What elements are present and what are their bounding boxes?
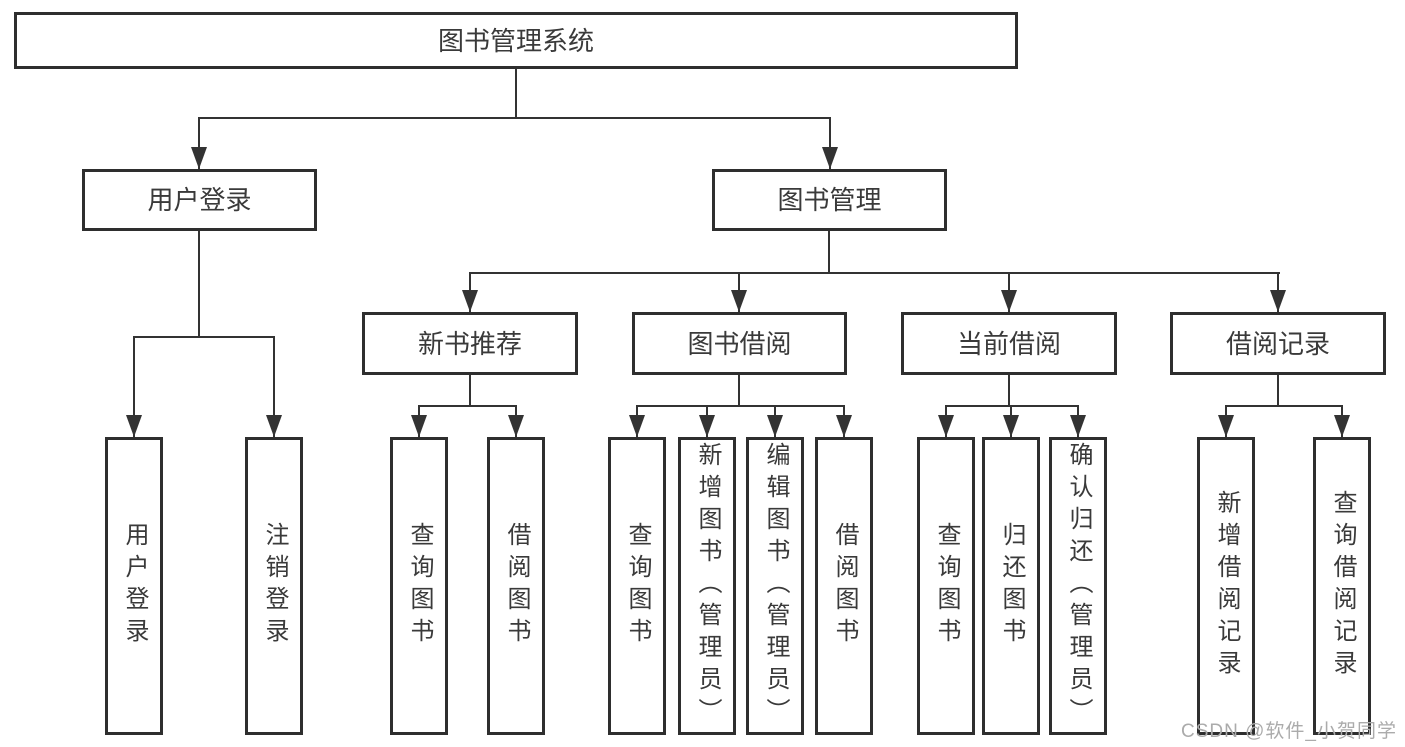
arrowhead-to-borrow-record (1270, 272, 1286, 312)
node-leaf-add-book: 新增图书（管理员） (678, 437, 736, 735)
connector-new-book-rec-stub (469, 375, 471, 407)
connector-current-borrow-stub (1008, 375, 1010, 407)
arrowhead-to-new-book-rec (462, 272, 478, 312)
node-new-book-rec: 新书推荐 (362, 312, 578, 375)
arrowhead-to-leaf-query-book-a (411, 405, 427, 437)
node-leaf-borrow-book-a-label: 借阅图书 (503, 522, 530, 650)
connector-user-login-stub (198, 231, 200, 338)
arrowhead-to-leaf-add-record (1218, 405, 1234, 437)
node-leaf-borrow-book-a: 借阅图书 (487, 437, 545, 735)
node-leaf-add-record: 新增借阅记录 (1197, 437, 1255, 735)
connector-book-mgmt-branch (469, 272, 1280, 274)
node-root-label: 图书管理系统 (437, 25, 594, 56)
node-leaf-confirm-return-label: 确认归还（管理员） (1065, 442, 1092, 730)
node-current-borrow-label: 当前借阅 (956, 328, 1061, 359)
arrowhead-to-current-borrow (1001, 272, 1017, 312)
node-leaf-confirm-return: 确认归还（管理员） (1049, 437, 1107, 735)
connector-book-borrow-branch (636, 405, 845, 407)
node-leaf-return-book-label: 归还图书 (998, 522, 1025, 650)
connector-root-branch (199, 117, 831, 119)
connector-current-borrow-branch (945, 405, 1079, 407)
node-book-borrow-label: 图书借阅 (687, 328, 792, 359)
node-leaf-query-book-a: 查询图书 (390, 437, 448, 735)
connector-borrow-record-branch (1225, 405, 1343, 407)
node-leaf-query-book-c: 查询图书 (917, 437, 975, 735)
node-leaf-logout: 注销登录 (245, 437, 303, 735)
arrowhead-to-leaf-borrow-book-b (836, 405, 852, 437)
arrowhead-to-leaf-add-book (699, 405, 715, 437)
arrowhead-to-leaf-user-login (126, 336, 142, 437)
node-leaf-edit-book-label: 编辑图书（管理员） (762, 442, 789, 730)
node-book-borrow: 图书借阅 (632, 312, 847, 375)
node-user-login: 用户登录 (82, 169, 317, 231)
connector-borrow-record-stub (1277, 375, 1279, 407)
arrowhead-to-leaf-query-book-b (629, 405, 645, 437)
arrowhead-to-book-borrow (731, 272, 747, 312)
node-leaf-user-login-label: 用户登录 (121, 522, 148, 650)
arrowhead-to-leaf-query-record (1334, 405, 1350, 437)
node-root: 图书管理系统 (14, 12, 1018, 69)
node-leaf-query-book-b-label: 查询图书 (624, 522, 651, 650)
node-leaf-borrow-book-b: 借阅图书 (815, 437, 873, 735)
arrowhead-to-leaf-borrow-book-a (508, 405, 524, 437)
node-borrow-record: 借阅记录 (1170, 312, 1386, 375)
connector-book-borrow-stub (738, 375, 740, 407)
connector-book-mgmt-stub (828, 231, 830, 274)
node-user-login-label: 用户登录 (147, 185, 252, 215)
node-borrow-record-label: 借阅记录 (1225, 328, 1330, 359)
node-leaf-borrow-book-b-label: 借阅图书 (831, 522, 858, 650)
node-leaf-query-book-a-label: 查询图书 (406, 522, 433, 650)
node-book-mgmt: 图书管理 (712, 169, 947, 231)
node-leaf-edit-book: 编辑图书（管理员） (746, 437, 804, 735)
arrowhead-to-leaf-return-book (1003, 405, 1019, 437)
node-new-book-rec-label: 新书推荐 (417, 328, 522, 359)
watermark: CSDN @软件_小贺同学 (1181, 721, 1397, 742)
connector-user-login-branch (133, 336, 275, 338)
arrowhead-to-leaf-edit-book (767, 405, 783, 437)
node-leaf-return-book: 归还图书 (982, 437, 1040, 735)
arrowhead-to-leaf-query-book-c (938, 405, 954, 437)
node-leaf-user-login: 用户登录 (105, 437, 163, 735)
node-current-borrow: 当前借阅 (901, 312, 1117, 375)
node-leaf-query-record: 查询借阅记录 (1313, 437, 1371, 735)
arrowhead-to-leaf-confirm-return (1070, 405, 1086, 437)
node-leaf-query-record-label: 查询借阅记录 (1329, 490, 1356, 682)
connector-new-book-rec-branch (418, 405, 517, 407)
node-leaf-query-book-c-label: 查询图书 (933, 522, 960, 650)
arrowhead-to-user-login (191, 117, 207, 169)
arrowhead-to-leaf-logout (266, 336, 282, 437)
node-leaf-logout-label: 注销登录 (261, 522, 288, 650)
node-book-mgmt-label: 图书管理 (777, 185, 882, 215)
connector-root-stub (515, 69, 517, 119)
arrowhead-to-book-mgmt (822, 117, 838, 169)
node-leaf-add-record-label: 新增借阅记录 (1213, 490, 1240, 682)
node-leaf-query-book-b: 查询图书 (608, 437, 666, 735)
node-leaf-add-book-label: 新增图书（管理员） (694, 442, 721, 730)
